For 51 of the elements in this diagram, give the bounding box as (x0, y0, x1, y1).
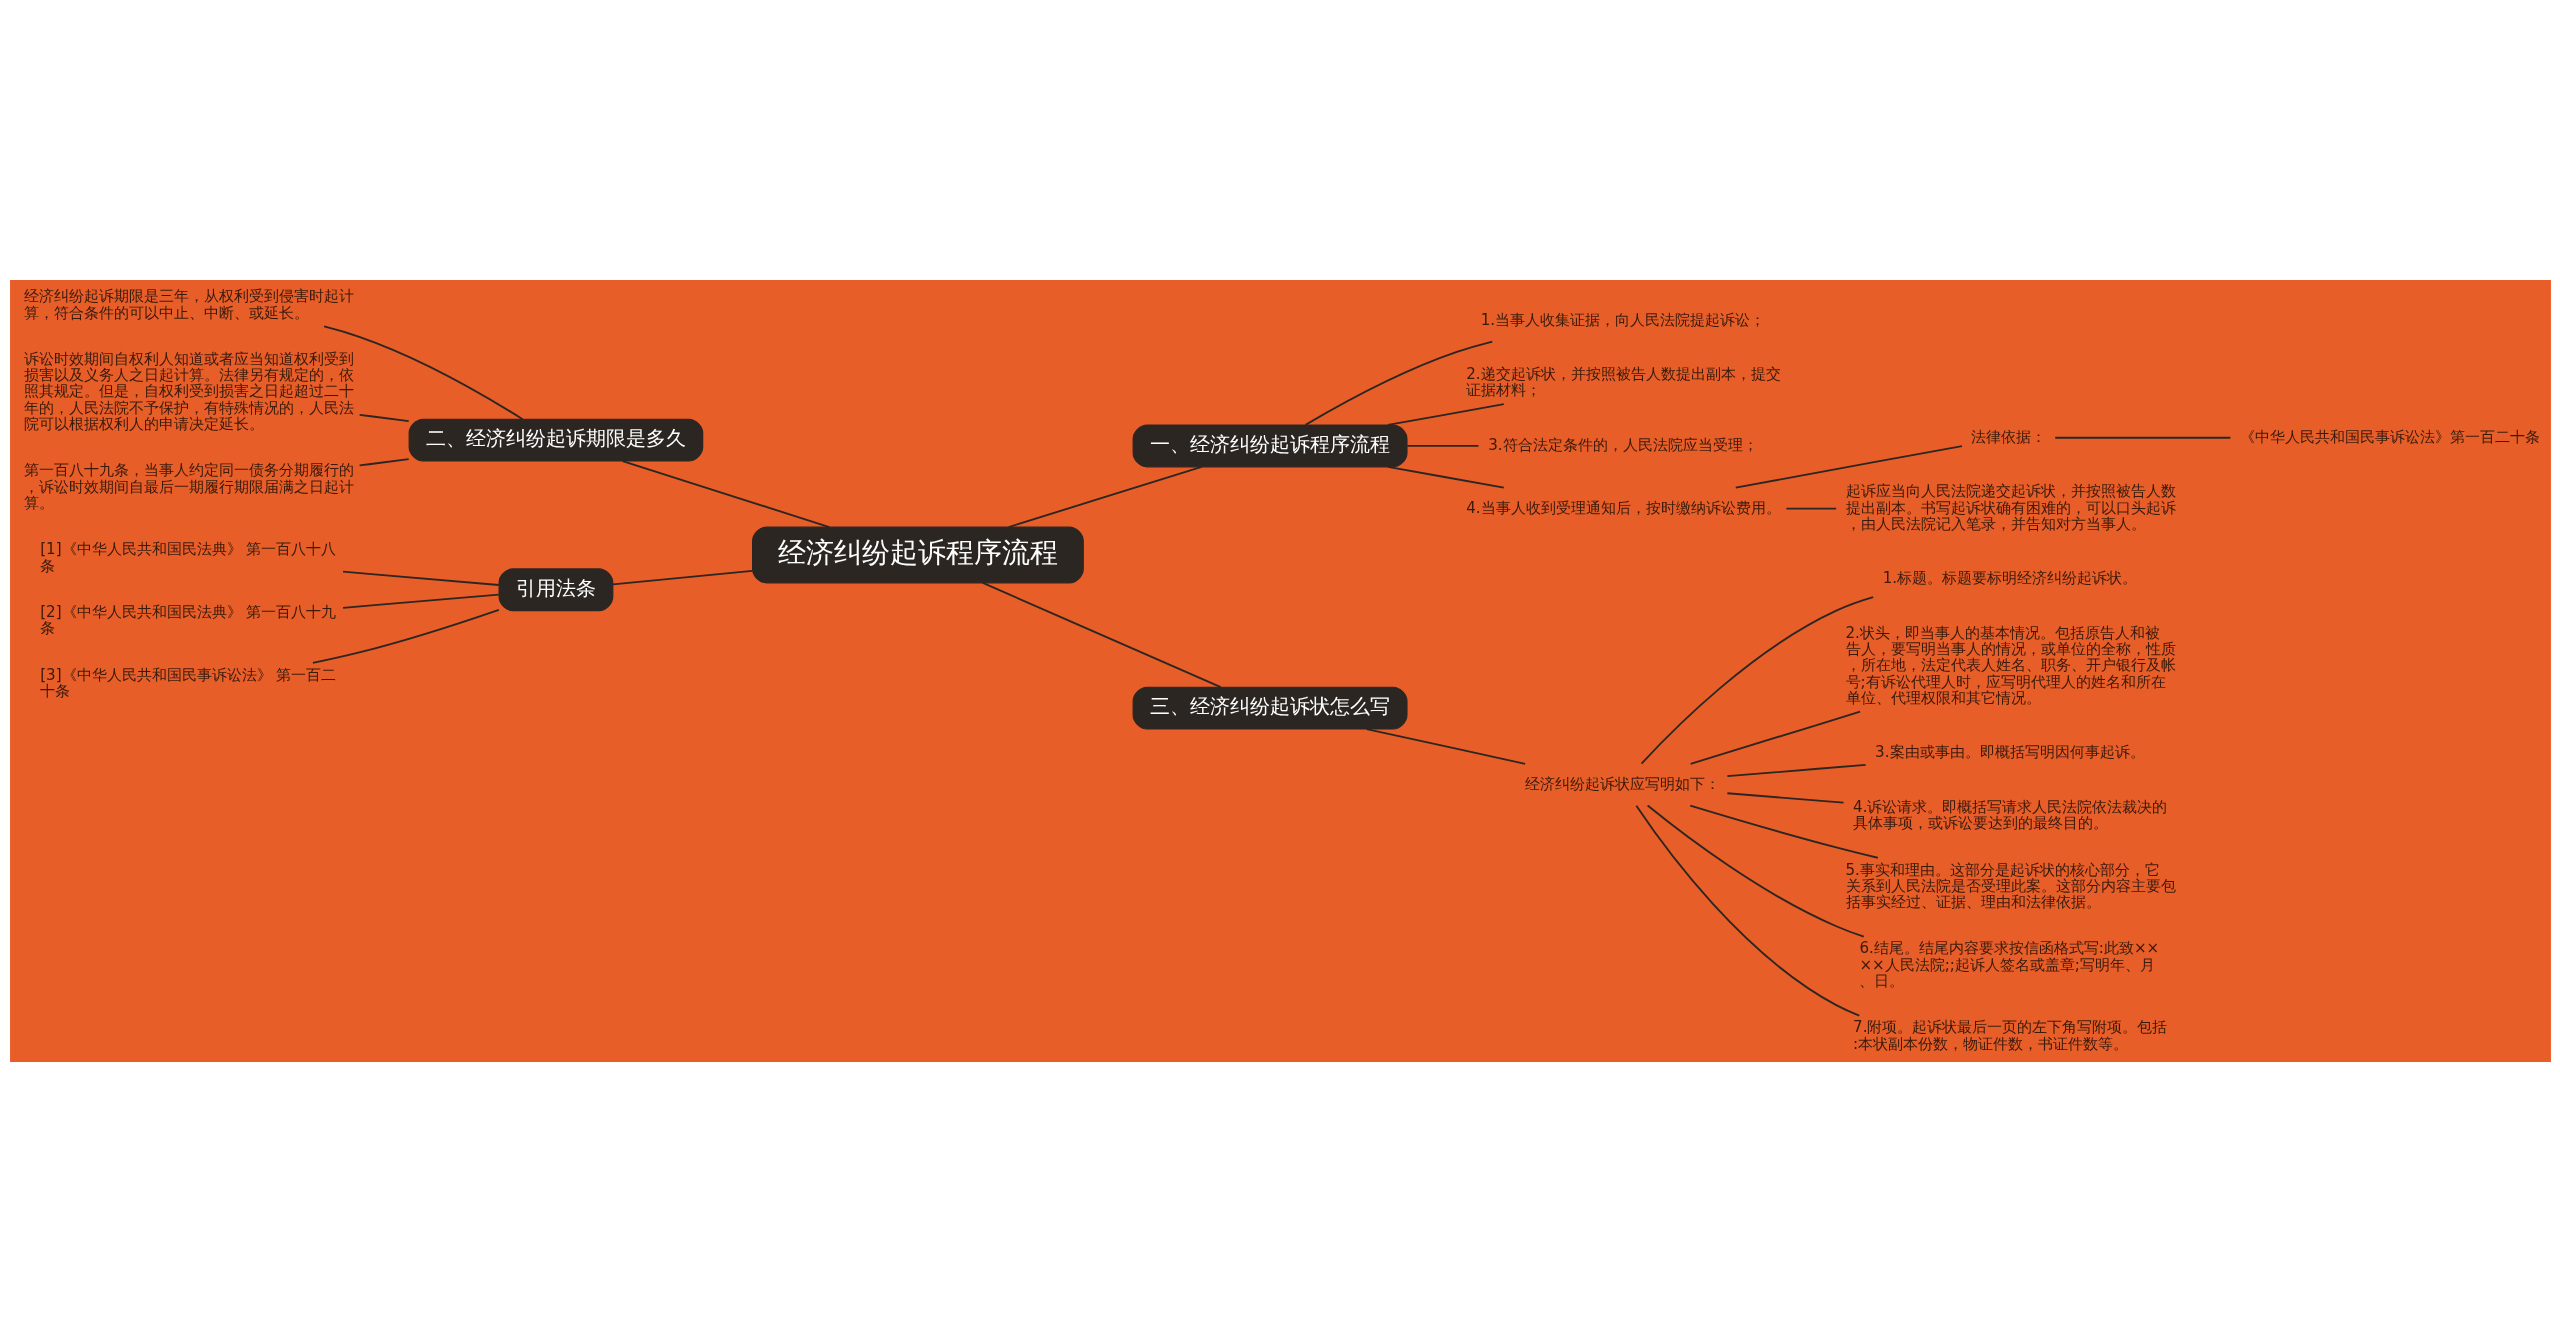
connector (311, 608, 500, 664)
node-text: [1]《中华人民共和国民法典》 第一百八十八条 (39, 540, 336, 575)
connector (1725, 792, 1844, 804)
connector (1734, 445, 1963, 489)
connector (1785, 507, 1837, 510)
connector (621, 460, 830, 528)
connector (611, 569, 753, 586)
node-text: 经济纠纷起诉状应写明如下： (1524, 774, 1720, 793)
connector (981, 581, 1222, 688)
connector (322, 325, 524, 421)
node-text: 4.诉讼请求。即概括写请求人民法院依法裁决的具体事项，或诉讼要达到的最终目的。 (1852, 797, 2167, 833)
node-text: 3.符合法定条件的，人民法院应当受理； (1487, 435, 1758, 454)
node-text: 4.当事人收到受理通知后，按时缴纳诉讼费用。 (1465, 498, 1781, 517)
node-text: 第一百八十九条，当事人约定同一债务分期履行的，诉讼时效期间自最后一期履行期限届满之日起计算。 (23, 461, 354, 512)
node-text: 7.附项。起诉状最后一页的左下角写附项。包括:本状副本份数，物证件数，书证件数等。 (1852, 1018, 2167, 1053)
node-box: 引用法条 (498, 568, 613, 612)
node-box: 三、经济纠纷起诉状怎么写 (1132, 686, 1408, 730)
node-box: 经济纠纷起诉程序流程 (751, 526, 1084, 584)
connector (1725, 764, 1867, 778)
connector (1405, 445, 1479, 447)
node-text: [2]《中华人民共和国民法典》 第一百八十九条 (39, 602, 336, 638)
node-text: 5.事实和理由。这部分是起诉状的核心部分，它关系到人民法院是否受理此案。这部分内容主要包括事实经过、证据、理由和法律依据。 (1845, 860, 2176, 911)
connector (341, 593, 500, 609)
node-text: 经济纠纷起诉期限是三年，从权利受到侵害时起计算，符合条件的可以中止、中断、或延长。 (23, 287, 354, 322)
node-text: 法律依据： (1970, 427, 2046, 446)
connector (1007, 465, 1202, 528)
connector (1386, 465, 1505, 489)
node-text: [3]《中华人民共和国民事诉讼法》 第一百二十条 (39, 665, 336, 700)
node-text: 2.状头，即当事人的基本情况。包括原告人和被告人，要写明当事人的情况，或单位的全称，性质，所在地，法定代表人姓名、职务、开户银行及帐号;有诉讼代理人时，应写明代理人的姓名和所在单位、代理权限和其它情况。 (1845, 623, 2176, 707)
node-text: 起诉应当向人民法院递交起诉状，并按照被告人数提出副本。书写起诉状确有困难的，可以口头起诉，由人民法院记入笔录，并告知对方当事人。 (1845, 482, 2176, 533)
node-text: 1.标题。标题要标明经济纠纷起诉状。 (1882, 569, 2137, 588)
connector (1634, 804, 1860, 1017)
node-text: 3.案由或事由。即概括写明因何事起诉。 (1874, 743, 2145, 762)
node-box: 二、经济纠纷起诉期限是多久 (408, 418, 703, 462)
node-box: 一、经济纠纷起诉程序流程 (1132, 424, 1408, 468)
connector (2053, 436, 2231, 439)
connector (1365, 728, 1526, 765)
connector (358, 413, 410, 423)
connector (1689, 710, 1861, 765)
node-text: 诉讼时效期间自权利人知道或者应当知道权利受到损害以及义务人之日起计算。法律另有规定的，依照其规定。但是，自权利受到损害之日起超过二十年的，人民法院不予保护，有特殊情况的，人民法院可以根据权利人的申请决定延长。 (23, 350, 354, 433)
connector (341, 570, 500, 586)
connector (1688, 804, 1879, 859)
connector (1646, 804, 1865, 938)
connector (1640, 596, 1874, 765)
connector (358, 458, 410, 467)
connector (1304, 340, 1493, 426)
node-text: 《中华人民共和国民事诉讼法》第一百二十条 (2239, 427, 2540, 446)
node-text: 6.结尾。结尾内容要求按信函格式写:此致××××人民法院;;起诉人签名或盖章;写明年、月、日。 (1858, 939, 2159, 990)
node-text: 1.当事人收集证据，向人民法院提起诉讼； (1480, 310, 1765, 329)
node-text: 2.递交起诉状，并按照被告人数提出副本，提交证据材料； (1465, 365, 1781, 400)
connector (1386, 403, 1505, 426)
